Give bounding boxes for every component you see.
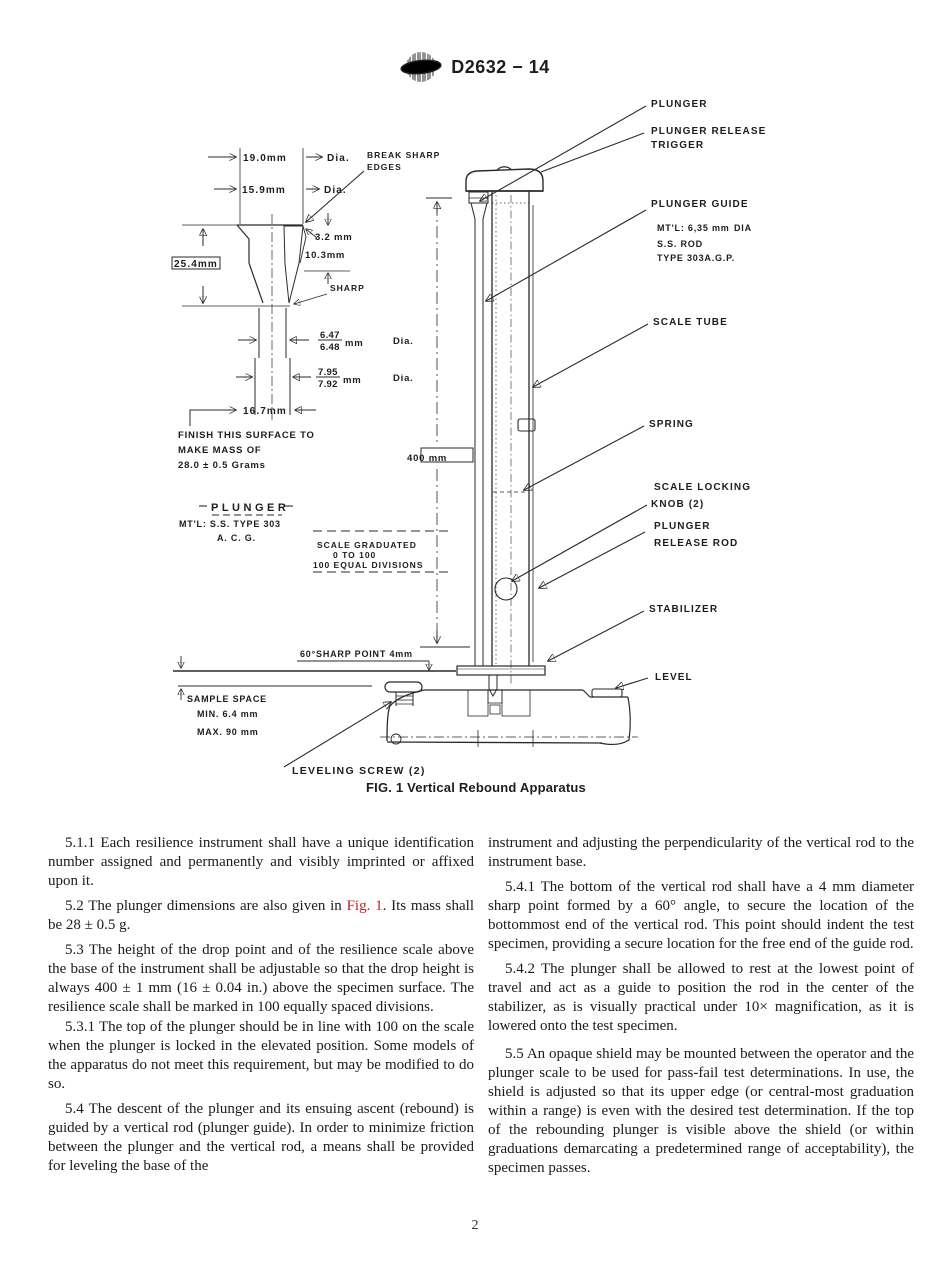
- scale-graduated-note-3: 100 EQUAL DIVISIONS: [313, 560, 423, 570]
- body-column-right: instrument and adjusting the perpendicul…: [488, 834, 914, 1178]
- callout-plunger: PLUNGER: [651, 99, 708, 110]
- dia-647-label: 6.47: [320, 330, 340, 341]
- fig-1-link[interactable]: Fig. 1: [346, 898, 383, 914]
- callout-guide-rod: S.S. ROD: [657, 239, 703, 249]
- paragraph-5-3-1: 5.3.1 The top of the plunger should be i…: [48, 1019, 474, 1092]
- apparatus-drawing: 400 mm: [173, 166, 638, 747]
- finish-surface-note-3: 28.0 ± 0.5 Grams: [178, 460, 266, 471]
- dim-25-4-label: 25.4mm: [174, 259, 218, 270]
- dia-mm-label: mm: [345, 338, 364, 349]
- dim-10-3-label: 10.3mm: [305, 250, 345, 261]
- finish-surface-note: FINISH THIS SURFACE TO: [178, 430, 315, 441]
- leveling-screw: [384, 681, 423, 706]
- page-number: 2: [471, 1218, 479, 1233]
- break-sharp-edges-label: BREAK SHARP: [367, 150, 440, 160]
- standard-designation: D2632 − 14: [451, 56, 550, 77]
- callout-level: LEVEL: [655, 672, 693, 683]
- paragraph-5-2-text: 5.2 The plunger dimensions are also give…: [65, 898, 347, 914]
- dia-795-label: 7.95: [318, 367, 338, 378]
- plunger-material-note-2: A. C. G.: [217, 533, 256, 543]
- callout-scale-locking: SCALE LOCKING: [654, 482, 751, 493]
- stabilizer-bar: [456, 665, 546, 676]
- dia-792-label: 7.92: [318, 379, 338, 390]
- finish-surface-note-2: MAKE MASS OF: [178, 445, 262, 456]
- paragraph-5-5: 5.5 An opaque shield may be mounted betw…: [488, 1046, 914, 1176]
- callout-guide-material: MT'L: 6,35 mm: [657, 223, 730, 233]
- callout-leaders: [283, 105, 649, 768]
- spring-clamp: [517, 418, 536, 432]
- paragraph-5-2-text-after: . Its mass shall be 28 ± 0.5 g.: [48, 898, 474, 933]
- callout-guide-dia: DIA: [734, 223, 752, 233]
- callout-labels: PLUNGER PLUNGER RELEASE TRIGGER PLUNGER …: [292, 99, 766, 777]
- dim-3-2-label: 3.2 mm: [315, 232, 353, 243]
- plunger-detail-title: PLUNGER: [211, 502, 289, 514]
- release-trigger-cap: [465, 168, 544, 192]
- figure-drawing: 19.0mm Dia. 15.9mm Dia. BREAK SHARP EDGE…: [171, 99, 766, 795]
- instrument-base: [380, 689, 638, 747]
- plunger-detail-drawing: 19.0mm Dia. 15.9mm Dia. BREAK SHARP EDGE…: [171, 148, 448, 573]
- sharp-point-note: 60°SHARP POINT 4mm: [300, 649, 413, 659]
- break-sharp-edges-label-2: EDGES: [367, 162, 402, 172]
- page-header: D2632 − 14: [0, 46, 950, 88]
- scale-graduated-note: SCALE GRADUATED: [317, 540, 417, 550]
- callout-release-trigger: PLUNGER RELEASE: [651, 126, 766, 137]
- dim-19-0-dia-label: Dia.: [327, 153, 350, 164]
- dim-16-7-label: 16.7mm: [243, 406, 287, 417]
- locking-knob: [494, 577, 518, 601]
- astm-logo-icon: [400, 52, 442, 82]
- sample-space-min-label: MIN. 6.4 mm: [197, 709, 258, 719]
- dim-15-9-label: 15.9mm: [242, 185, 286, 196]
- figure-caption: FIG. 1 Vertical Rebound Apparatus: [366, 780, 586, 795]
- paragraph-5-4-1: 5.4.1 The bottom of the vertical rod sha…: [488, 879, 914, 952]
- sample-space-max-label: MAX. 90 mm: [197, 727, 259, 737]
- callout-stabilizer: STABILIZER: [649, 604, 718, 615]
- paragraph-5-4-continued: instrument and adjusting the perpendicul…: [488, 835, 914, 870]
- callout-guide-type: TYPE 303A.G.P.: [657, 253, 735, 263]
- callout-spring: SPRING: [649, 419, 694, 430]
- scale-graduated-note-2: 0 TO 100: [333, 550, 376, 560]
- paragraph-5-2: 5.2 The plunger dimensions are also give…: [48, 897, 474, 935]
- dim-400mm-label: 400 mm: [407, 453, 447, 464]
- callout-release-rod: PLUNGER: [654, 521, 711, 532]
- level-vial: [591, 688, 623, 698]
- paragraph-5-4-2: 5.4.2 The plunger shall be allowed to re…: [488, 961, 914, 1034]
- dia-mm-label-2: mm: [343, 375, 362, 386]
- body-column-left: 5.1.1 Each resilience instrument shall h…: [48, 834, 474, 1176]
- callout-leveling-screw: LEVELING SCREW (2): [292, 765, 426, 777]
- callout-scale-locking-2: KNOB (2): [651, 499, 704, 510]
- dia-label-2: Dia.: [393, 373, 414, 384]
- callout-scale-tube: SCALE TUBE: [653, 317, 728, 328]
- dim-19-0-label: 19.0mm: [243, 153, 287, 164]
- sample-space-label: SAMPLE SPACE: [187, 694, 267, 704]
- paragraph-5-1-1: 5.1.1 Each resilience instrument shall h…: [48, 835, 474, 889]
- callout-plunger-guide: PLUNGER GUIDE: [651, 199, 749, 210]
- paragraph-5-3: 5.3 The height of the drop point and of …: [48, 942, 474, 1015]
- sharp-label: SHARP: [330, 283, 365, 293]
- plunger-material-note: MT'L: S.S. TYPE 303: [179, 519, 281, 529]
- dia-label-1: Dia.: [393, 336, 414, 347]
- paragraph-5-4: 5.4 The descent of the plunger and its e…: [48, 1101, 474, 1174]
- callout-release-trigger-2: TRIGGER: [651, 140, 704, 151]
- dim-15-9-dia-label: Dia.: [324, 185, 347, 196]
- dia-648-label: 6.48: [320, 342, 340, 353]
- callout-release-rod-2: RELEASE ROD: [654, 538, 738, 549]
